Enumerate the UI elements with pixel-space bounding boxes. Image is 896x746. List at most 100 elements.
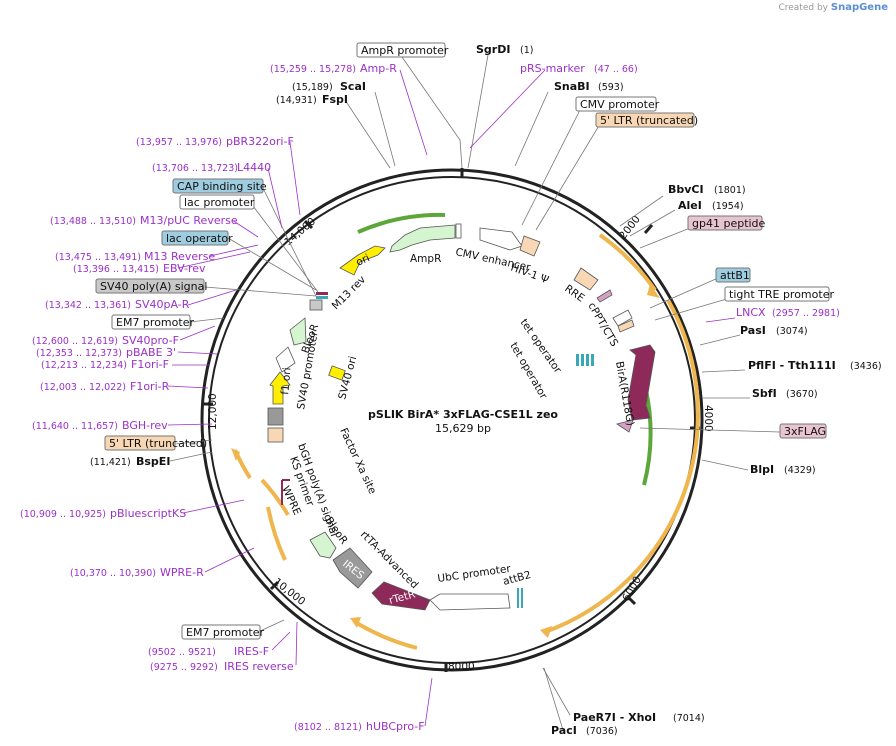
- gp41-feature[interactable]: [596, 289, 613, 303]
- box-lac-operator: [161, 230, 229, 246]
- svg-text:gp41 peptide: gp41 peptide: [692, 217, 766, 230]
- rtetr-feature[interactable]: [371, 581, 431, 611]
- backbone-inner-strand: [208, 176, 696, 664]
- ori-feature[interactable]: [339, 245, 386, 276]
- sv40ori-feature[interactable]: [328, 365, 346, 381]
- svg-text:5' LTR (truncated): 5' LTR (truncated): [109, 437, 207, 450]
- green-arc-top: [357, 212, 446, 234]
- ampr-feature[interactable]: [389, 224, 456, 253]
- primer-f1orif: F1ori-F: [131, 358, 169, 371]
- box-ampr-promoter: [356, 42, 446, 58]
- backbone-outer-strand: [200, 168, 704, 672]
- site-alei: AleI: [678, 199, 702, 212]
- svg-text:(9502 .. 9521): (9502 .. 9521): [148, 647, 216, 658]
- ruler-12000: 12,000: [207, 393, 219, 430]
- box-cmv-promoter: [575, 96, 657, 112]
- primer-labels: pRS-marker (47 .. 66) (15,259 .. 15,278)…: [20, 62, 840, 733]
- box-sv40polya: [95, 278, 205, 294]
- ruler-8000: 8000: [448, 661, 475, 673]
- f1ori-feature[interactable]: [269, 371, 291, 405]
- svg-text:(12,353 .. 12,373): (12,353 .. 12,373): [36, 348, 122, 359]
- cppt-feature[interactable]: [612, 309, 633, 327]
- ruler-ticks: [203, 168, 700, 672]
- svg-text:(7014): (7014): [673, 713, 705, 724]
- primer-iresr: IRES reverse: [224, 660, 294, 673]
- svg-text:(593): (593): [598, 82, 624, 93]
- svg-text:(15,189): (15,189): [292, 82, 333, 93]
- cmv-enhancer-feature[interactable]: [479, 227, 523, 251]
- label-factor-xa: Factor Xa site: [337, 426, 378, 496]
- ltr-left-feature[interactable]: [267, 427, 284, 443]
- plasmid-name: pSLIK BirA* 3xFLAG-CSE1L zeo: [368, 408, 558, 421]
- bleor-bottom-feature[interactable]: [309, 531, 337, 559]
- svg-text:CAP binding site: CAP binding site: [177, 180, 267, 193]
- label-m13rev: M13 rev: [330, 274, 369, 313]
- svg-text:(3670): (3670): [786, 389, 818, 400]
- box-tight-tre: [724, 286, 830, 302]
- site-bbvci: BbvCI: [668, 183, 704, 196]
- flag-feature[interactable]: [616, 419, 634, 433]
- ruler-6000: 6000: [620, 574, 644, 603]
- ltr-feature[interactable]: [519, 235, 541, 257]
- svg-text:EM7 promoter: EM7 promoter: [116, 316, 194, 329]
- svg-text:(10,370 .. 10,390): (10,370 .. 10,390): [70, 568, 156, 579]
- svg-text:(2957 .. 2981): (2957 .. 2981): [772, 308, 840, 319]
- box-attb1: [715, 267, 751, 283]
- label-f1ori: f1 ori: [279, 367, 293, 395]
- primer-pbabe: pBABE 3': [126, 346, 176, 359]
- primer-wpre: WPRE-R: [160, 566, 204, 579]
- box-flag: [779, 423, 827, 439]
- site-paci: PacI: [551, 724, 577, 737]
- tet-operator-feature[interactable]: [576, 354, 594, 366]
- svg-text:5' LTR (truncated): 5' LTR (truncated): [600, 114, 698, 127]
- svg-text:attB1: attB1: [720, 269, 750, 282]
- site-paer7i: PaeR7I - XhoI: [573, 711, 656, 724]
- svg-text:(1801): (1801): [714, 185, 746, 196]
- bleor-top-feature[interactable]: [289, 317, 307, 346]
- primer-sv40pro: SV40pro-F: [122, 334, 179, 347]
- svg-text:(14,931): (14,931): [276, 95, 317, 106]
- orf-arc-top-right: [598, 233, 657, 292]
- box-gp41: [687, 215, 763, 231]
- primer-l4440: L4440: [237, 161, 271, 174]
- sv40-promoter-feature[interactable]: [275, 346, 296, 373]
- primer-prs: pRS-marker: [520, 62, 585, 75]
- svg-text:(12,003 .. 12,022): (12,003 .. 12,022): [40, 382, 126, 393]
- bgh-feature[interactable]: [267, 407, 284, 426]
- svg-text:AmpR promoter: AmpR promoter: [361, 44, 449, 57]
- primer-ebv: EBV-rev: [163, 262, 206, 275]
- label-ampr: AmpR: [410, 253, 441, 265]
- site-sbfi: SbfI: [752, 387, 777, 400]
- svg-text:(13,396 .. 13,415): (13,396 .. 13,415): [73, 264, 159, 275]
- m13rev-feature[interactable]: [309, 292, 328, 311]
- svg-text:(11,640 .. 11,657): (11,640 .. 11,657): [32, 421, 118, 432]
- svg-text:tight TRE promoter: tight TRE promoter: [729, 288, 834, 301]
- primer-f1orir: F1ori-R: [130, 380, 170, 393]
- ruler-4000: 4000: [702, 405, 714, 432]
- primer-pbluescriptks: pBluescriptKS: [110, 507, 186, 520]
- svg-text:(1954): (1954): [712, 201, 744, 212]
- site-pflfi: PflFI - Tth111I: [748, 359, 836, 372]
- primer-sv40pa: SV40pA-R: [135, 298, 190, 311]
- ires-feature[interactable]: [332, 547, 373, 589]
- leader-lines: [167, 54, 781, 731]
- bira-feature[interactable]: [627, 344, 656, 421]
- svg-text:SV40 poly(A) signal: SV40 poly(A) signal: [100, 280, 207, 293]
- ltr-small-feature[interactable]: [617, 319, 635, 333]
- svg-text:(47 .. 66): (47 .. 66): [594, 64, 638, 75]
- ubc-feature[interactable]: [429, 593, 511, 611]
- ampr-promoter-feature[interactable]: [455, 223, 462, 239]
- primer-lncx: LNCX: [736, 306, 766, 319]
- site-scai: ScaI: [340, 80, 366, 93]
- rre-feature[interactable]: [573, 267, 599, 291]
- site-sgrdi: SgrDI: [476, 43, 510, 56]
- site-snabi: SnaBI: [554, 80, 590, 93]
- site-fspi: FspI: [322, 93, 348, 106]
- site-pasi: PasI: [740, 324, 766, 337]
- primer-ampr: Amp-R: [360, 62, 397, 75]
- attb2-feature[interactable]: [517, 588, 523, 608]
- svg-text:(3436): (3436): [850, 361, 882, 372]
- orf-arc-heads: [231, 284, 660, 638]
- svg-text:(8102 .. 8121): (8102 .. 8121): [294, 722, 362, 733]
